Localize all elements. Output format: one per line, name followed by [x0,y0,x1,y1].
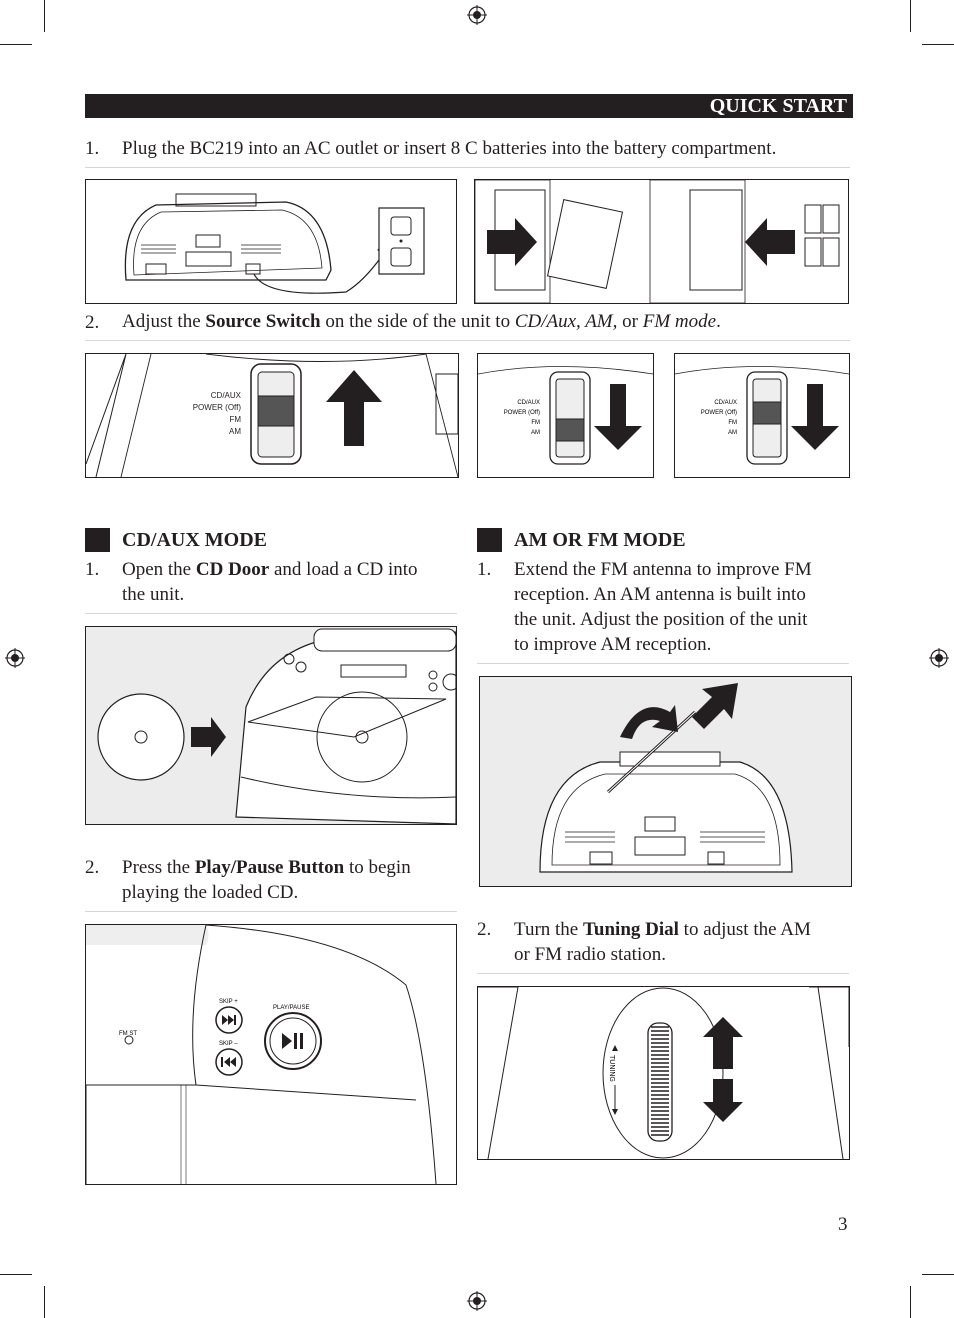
crop-mark [44,0,45,32]
play-pause-term: Play/Pause Button [194,857,345,878]
step-text: Open the CD Door and load a CD into the u… [122,557,462,607]
mode-term: CD/Aux, AM, [514,311,618,332]
step-text-part: or FM radio station. [514,944,666,965]
divider [85,911,457,912]
step-text-part: Press the [122,857,195,878]
am-fm-heading: AM OR FM MODE [514,529,686,551]
step-text-part: on the side of the unit to [320,311,515,332]
section-title: QUICK START [709,95,847,117]
crop-mark [910,0,911,32]
divider [85,167,850,168]
divider [477,663,849,664]
step-text: Plug the BC219 into an AC outlet or inse… [122,138,777,159]
switch-label-fm: FM [728,420,737,426]
play-pause-label: PLAY/PAUSE [273,1005,309,1011]
section-marker [477,528,502,552]
crop-mark [0,1274,32,1275]
figure-source-switch-down-fm: CD/AUX POWER (Off) FM AM [674,353,850,478]
figure-tuning-dial: TUNING [477,986,850,1160]
switch-label-am: AM [229,427,241,436]
figure-load-cd [85,626,457,825]
page-number: 3 [838,1214,848,1235]
cd-aux-heading: CD/AUX MODE [122,529,267,551]
section-marker [85,528,110,552]
registration-mark-icon [5,648,25,668]
switch-label-cd-aux: CD/AUX [211,391,242,400]
switch-label-cd-aux: CD/AUX [714,400,737,406]
switch-label-cd-aux: CD/AUX [517,400,540,406]
step-text-part: and load a CD into [269,559,418,580]
play-pause-button-icon [264,1012,322,1070]
step-text: Adjust the Source Switch on the side of … [122,309,721,334]
crop-mark [922,44,954,45]
mode-term: FM mode [642,311,717,332]
switch-label-fm: FM [229,415,241,424]
step-text: Press the Play/Pause Button to begin play… [122,855,462,905]
arrow-right-icon [191,717,226,757]
tuning-label: TUNING [608,1055,615,1082]
tuning-dial-term: Tuning Dial [582,919,679,940]
figure-play-pause-panel: FM ST SKIP + SKIP – PLAY/PAUSE [85,924,457,1185]
step-text-part: or [617,311,643,332]
registration-mark-icon [929,648,949,668]
arrow-up-icon [326,370,382,446]
step-text-part: Open the [122,559,196,580]
step-text-part: to adjust the AM [678,919,811,940]
arrow-curved-icon [620,705,678,739]
divider [85,613,457,614]
divider [85,340,850,341]
step-number: 2. [477,919,492,940]
arrow-up-icon [703,1017,743,1069]
crop-mark [910,1286,911,1318]
figure-antenna [479,676,852,887]
registration-mark-icon [467,1291,487,1311]
step-text-line: the unit. Adjust the position of the uni… [514,609,808,630]
step-number: 1. [477,559,492,580]
divider [477,973,849,974]
step-number: 1. [85,138,100,159]
crop-mark [44,1286,45,1318]
arrow-down-icon [791,384,839,450]
step-number: 2. [85,312,100,333]
step-text-part: Turn the [514,919,583,940]
figure-source-switch-up: CD/AUX POWER (Off) FM AM [85,353,459,478]
step-text-part: . [716,311,721,332]
skip-minus-label: SKIP – [219,1041,238,1047]
section-header-bar: QUICK START [85,94,853,118]
step-number: 2. [85,857,100,878]
step-text: Extend the FM antenna to improve FM rece… [514,557,849,657]
step-text-line: reception. An AM antenna is built into [514,584,806,605]
crop-mark [922,1274,954,1275]
arrow-down-icon [594,384,642,450]
switch-label-am: AM [728,430,737,436]
registration-mark-icon [467,5,487,25]
step-text-part: the unit. [122,584,185,605]
crop-mark [0,44,32,45]
fm-st-label: FM ST [119,1031,137,1037]
step-text-part: playing the loaded CD. [122,882,299,903]
step-text-part: to begin [344,857,411,878]
switch-label-power: POWER (Off) [504,410,540,416]
step-text-line: Extend the FM antenna to improve FM [514,559,812,580]
arrow-down-icon [703,1079,743,1122]
step-text: Turn the Tuning Dial to adjust the AM or … [514,917,849,967]
figure-source-switch-down-am: CD/AUX POWER (Off) FM AM [477,353,654,478]
switch-label-power: POWER (Off) [193,403,242,412]
step-text-line: to improve AM reception. [514,634,712,655]
figure-ac-outlet [85,179,457,304]
skip-plus-label: SKIP + [219,999,238,1005]
cd-door-term: CD Door [195,559,270,580]
switch-label-fm: FM [531,420,540,426]
step-number: 1. [85,559,100,580]
figure-battery-compartment [474,179,849,304]
switch-label-power: POWER (Off) [701,410,737,416]
step-text-part: Adjust the [122,311,206,332]
arrow-diagonal-icon [692,683,738,729]
switch-label-am: AM [531,430,540,436]
source-switch-term: Source Switch [205,311,321,332]
